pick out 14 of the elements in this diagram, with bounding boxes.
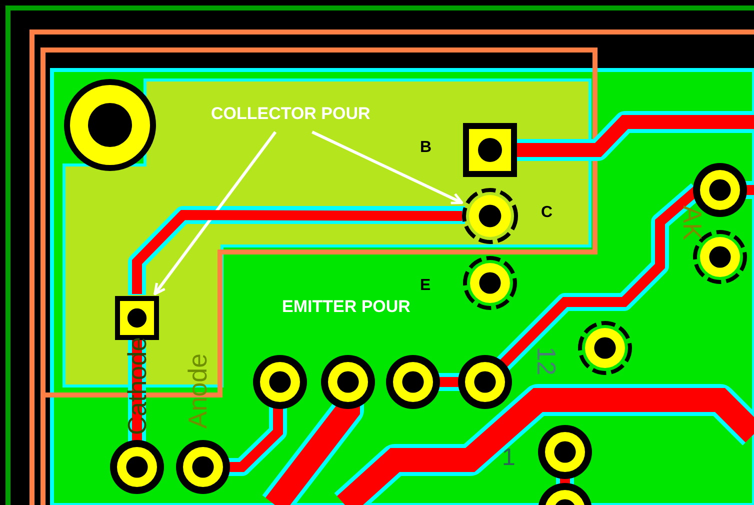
silkscreen-label: 12: [533, 346, 560, 376]
copper-trace: [132, 210, 462, 294]
silkscreen-label: Cathode: [124, 336, 150, 436]
silkscreen-label: EMITTER POUR: [282, 298, 410, 315]
silkscreen-label: B: [420, 140, 432, 156]
thermal-pad: [462, 188, 518, 244]
silkscreen-label: 1: [502, 446, 516, 470]
pour-label: COLLECTOR POUR: [211, 104, 370, 124]
silkscreen-label: AK: [679, 206, 706, 240]
silkscreen-label: E: [420, 278, 431, 294]
silkscreen-label: C: [541, 205, 553, 221]
silkscreen-label: Anode: [184, 353, 211, 429]
arrow: [154, 131, 277, 296]
arrow: [312, 130, 464, 204]
